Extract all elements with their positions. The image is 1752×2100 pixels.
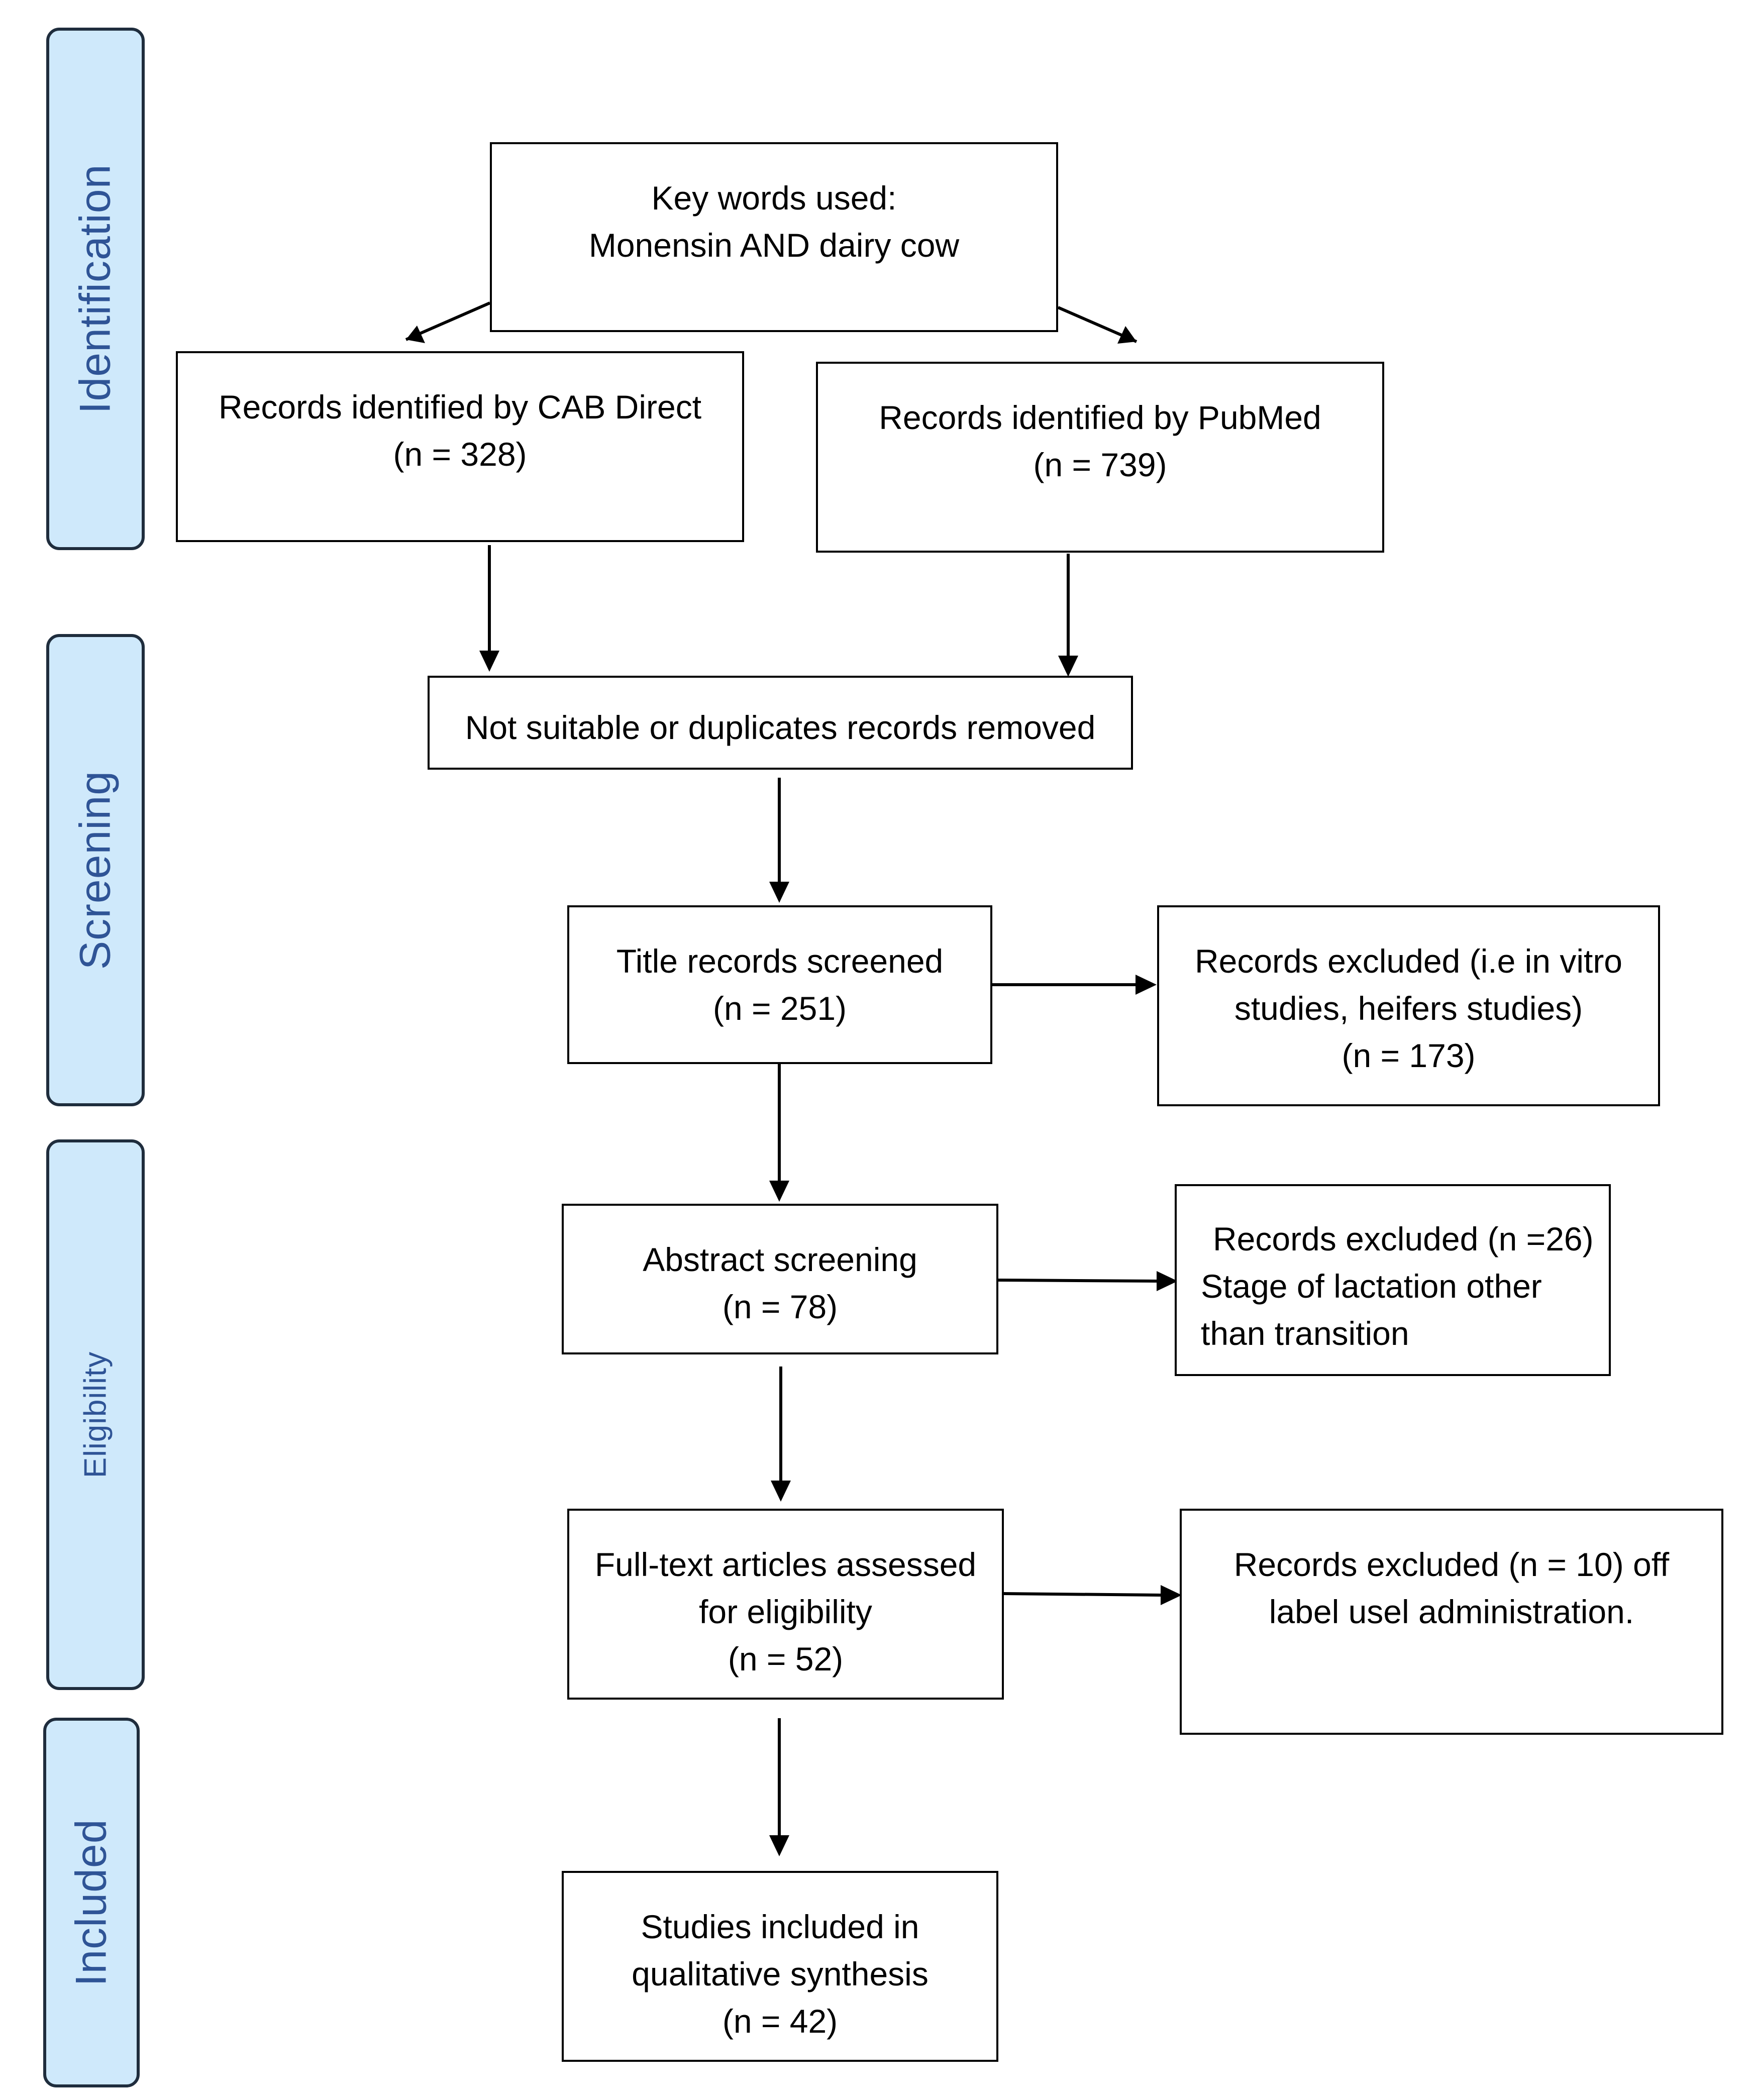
cab-direct-box: Records identified by CAB Direct (n = 32… [176,351,744,542]
included-line1: Studies included in [641,1908,919,1945]
abstract-screening-box: Abstract screening (n = 78) [562,1204,998,1354]
arrowhead-abstract-to-fulltext [771,1481,791,1502]
excluded-fulltext-line1: Records excluded (n = 10) off [1233,1546,1670,1583]
arrowhead-cab-to-removed [479,651,499,672]
arrow-fulltext-to-excluded [1002,1592,1161,1597]
included-line2: qualitative synthesis [632,1955,929,1992]
title-screened-count: (n = 251) [713,990,847,1027]
excluded-title-count: (n = 173) [1342,1037,1476,1074]
excluded-abstract-line3: than transition [1201,1315,1409,1352]
keywords-box: Key words used: Monensin AND dairy cow [490,142,1058,332]
excluded-title-box: Records excluded (i.e in vitro studies, … [1157,905,1660,1106]
phase-included: Included [43,1718,140,2087]
fulltext-line2: for eligibility [699,1593,872,1630]
keywords-line2: Monensin AND dairy cow [588,227,960,264]
pubmed-count: (n = 739) [1033,446,1167,483]
phase-eligibility: Eligibility [46,1139,145,1690]
pubmed-box: Records identified by PubMed (n = 739) [816,362,1384,553]
fulltext-box: Full-text articles assessed for eligibil… [567,1509,1004,1700]
arrowhead-fulltext-to-included [769,1835,789,1856]
cab-direct-count: (n = 328) [393,436,527,473]
abstract-screening-label: Abstract screening [643,1241,917,1278]
arrowhead-title-to-excluded [1136,975,1157,995]
title-screened-box: Title records screened (n = 251) [567,905,992,1064]
arrowhead-fulltext-to-excluded [1161,1585,1182,1605]
fulltext-line1: Full-text articles assessed [594,1546,977,1583]
excluded-fulltext-box: Records excluded (n = 10) off label usel… [1180,1509,1723,1735]
removed-label: Not suitable or duplicates records remov… [465,709,1096,746]
excluded-abstract-line2: Stage of lactation other [1201,1268,1542,1305]
excluded-title-line1: Records excluded (i.e in vitro [1194,942,1623,980]
arrowhead-abstract-to-excluded [1157,1271,1178,1291]
pubmed-label: Records identified by PubMed [879,399,1321,436]
arrowhead-pubmed-to-removed [1058,656,1078,677]
excluded-abstract-line1: Records excluded (n =26) [1213,1220,1594,1257]
keywords-line1: Key words used: [651,179,897,217]
arrow-abstract-to-excluded [997,1279,1157,1283]
fulltext-count: (n = 52) [728,1640,844,1677]
excluded-title-line2: studies, heifers studies) [1234,990,1583,1027]
excluded-fulltext-line2: label usel administration. [1269,1593,1634,1630]
excluded-abstract-box: Records excluded (n =26) Stage of lactat… [1175,1184,1611,1376]
phase-screening: Screening [46,634,145,1106]
arrowhead-title-to-abstract [769,1181,789,1202]
arrowhead-keywords-to-pubmed [1117,326,1137,344]
removed-box: Not suitable or duplicates records remov… [428,676,1133,770]
phase-identification: Identification [46,28,145,550]
title-screened-label: Title records screened [616,942,944,980]
cab-direct-label: Records identified by CAB Direct [218,388,702,426]
included-box: Studies included in qualitative synthesi… [562,1871,998,2062]
abstract-screening-count: (n = 78) [722,1288,838,1325]
arrowhead-removed-to-title [769,882,789,903]
included-count: (n = 42) [722,2003,838,2040]
arrowhead-keywords-to-cab [406,326,425,343]
